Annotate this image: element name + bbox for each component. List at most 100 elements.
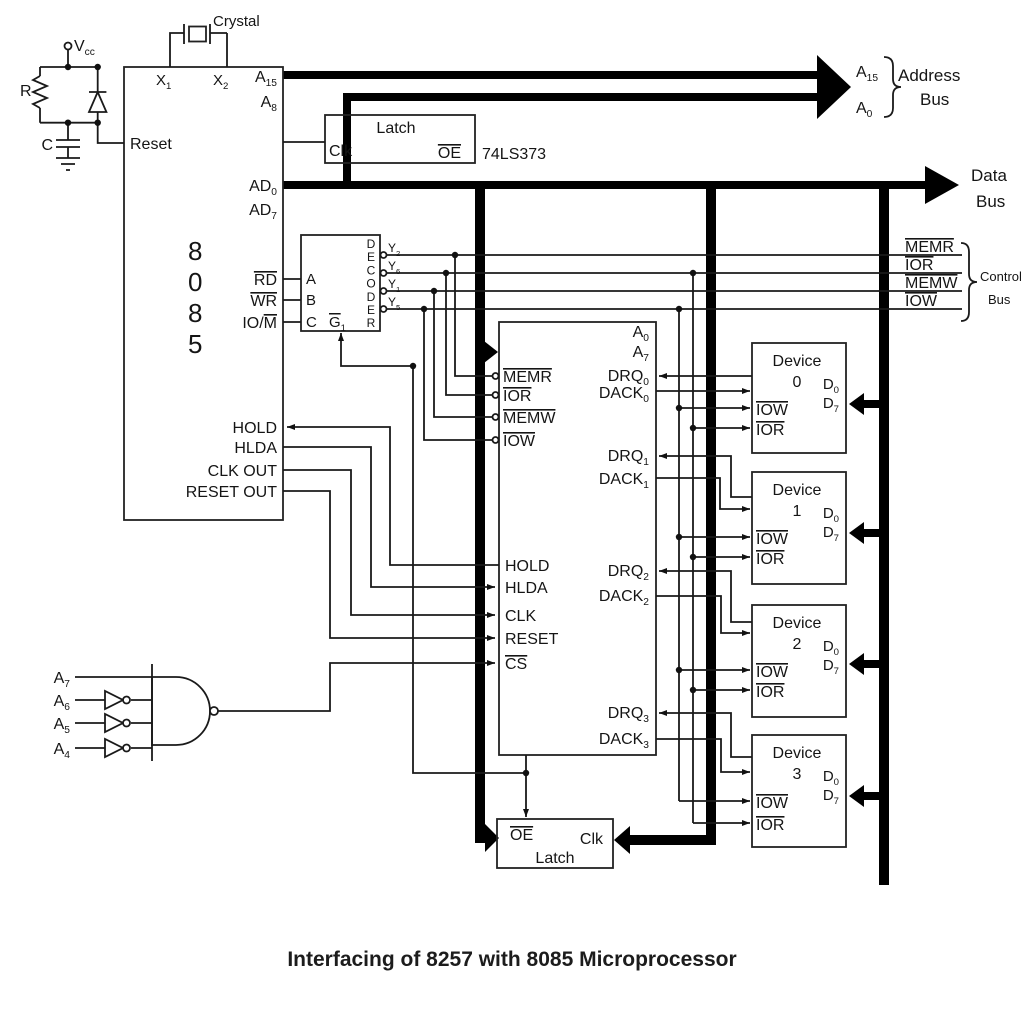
dma-drq1: DRQ1 [608,448,650,468]
a15-pin: A15 [255,69,277,89]
dev0-title-1: Device [773,353,822,370]
dma-drq2: DRQ2 [608,563,650,583]
address-bus-arrow [817,55,851,119]
dev0-d7: D7 [823,395,839,415]
dev1-title-1: Device [773,482,822,499]
x2-pin: X2 [213,72,228,92]
hlda-pin: HLDA [234,440,277,457]
diode-symbol [87,89,108,113]
dma-dack1: DACK1 [599,471,649,491]
latch1-title: Latch [376,120,415,137]
ground-symbol [56,157,80,171]
decoder-y6: Y6 [388,259,400,276]
dma-hold: HOLD [505,558,549,575]
diagram-title: Interfacing of 8257 with 8085 Microproce… [287,948,737,971]
dev2-title-2: 2 [793,636,802,653]
nand-a5: A5 [54,716,71,736]
control-bus-brace [960,242,978,322]
dma-dack0: DACK0 [599,385,649,405]
inverter-a6 [104,689,126,711]
decoder-in-a: A [306,271,316,288]
decoder-box [300,234,381,332]
nand-output-bubble [209,706,219,716]
ctrlbus-label-2: Bus [988,292,1011,307]
y5-bubble [379,305,388,313]
dma-clk: CLK [505,608,536,625]
ctrl-ior: IOR [905,257,933,274]
device-3-box [751,734,847,848]
vcc-terminal [63,41,73,51]
dev0-iow: IOW [756,402,789,419]
decoder-in-c: C [306,314,317,331]
crystal-wires [169,24,228,67]
inverter-a6-bubble [122,695,131,705]
cpu-digit-4: 5 [188,329,202,359]
resistor-symbol [30,75,50,109]
dma-cs: CS [505,656,527,673]
dev3-ior: IOR [756,817,784,834]
x1-pin: X1 [156,72,171,92]
crystal-body [188,25,207,43]
dack3-wire [656,738,750,775]
y2-bubble [379,251,388,259]
inverter-a4-bubble [122,743,131,753]
drq3-wire [659,710,752,758]
latch2-clk: Clk [580,831,604,848]
decoder-y1: Y1 [388,277,400,294]
dev2-data-arrow [849,653,864,675]
y1-bubble [379,287,388,295]
dev1-ior: IOR [756,551,784,568]
diode-leads [89,67,107,123]
vcc-label: Vcc [74,38,95,58]
junction-dots [64,63,697,777]
dma-iow: IOW [503,433,536,450]
cs-wire [218,660,495,712]
addrbus-a15: A15 [856,64,878,84]
device-0-box [751,342,847,454]
databus-label-1: Data [971,166,1007,185]
dma-dack2: DACK2 [599,588,649,608]
ctrlbus-label-1: Control [980,269,1022,284]
resistor-label: R [20,83,32,100]
decoder-input-wires [283,278,301,323]
ctrl-memr: MEMR [905,239,954,256]
y2-to-memr [454,255,493,377]
dma-8257-box [498,321,657,756]
dev3-iow: IOW [756,795,789,812]
latch1-oe: OE [438,145,461,162]
wr-pin: WR [250,293,277,310]
latch2-left-arrow [485,824,499,852]
dev3-d7: D7 [823,787,839,807]
latch-2-box [496,818,614,869]
dev3-title-2: 3 [793,766,802,783]
hold-pin: HOLD [233,420,277,437]
hold-wire [287,424,499,566]
dev2-d7: D7 [823,657,839,677]
capacitor-label: C [41,137,53,154]
cpu-digit-1: 8 [188,236,202,266]
dev1-title-2: 1 [793,503,802,520]
dma-memw: MEMW [503,410,556,427]
data-bus-arrow [925,166,959,204]
dev1-iow: IOW [756,531,789,548]
clk-wire [283,469,495,618]
ctrl-memw: MEMW [905,275,958,292]
latch2-oe: OE [510,827,533,844]
dev3-title-1: Device [773,745,822,762]
iow-bubble [491,436,500,444]
reset-pin: Reset [130,136,172,153]
latch1-clk: Clk [329,143,353,160]
dev2-ior: IOR [756,684,784,701]
drq2-wire [659,568,752,623]
latch2-clk-arrow [614,826,630,854]
dma-memr: MEMR [503,369,552,386]
dma-dack3: DACK3 [599,731,649,751]
dma-address-arrow [484,341,498,363]
resetout-pin: RESET OUT [186,484,278,501]
dev0-data-arrow [849,393,864,415]
nand-gate-body [151,676,211,746]
addrbus-a0: A0 [856,100,873,120]
